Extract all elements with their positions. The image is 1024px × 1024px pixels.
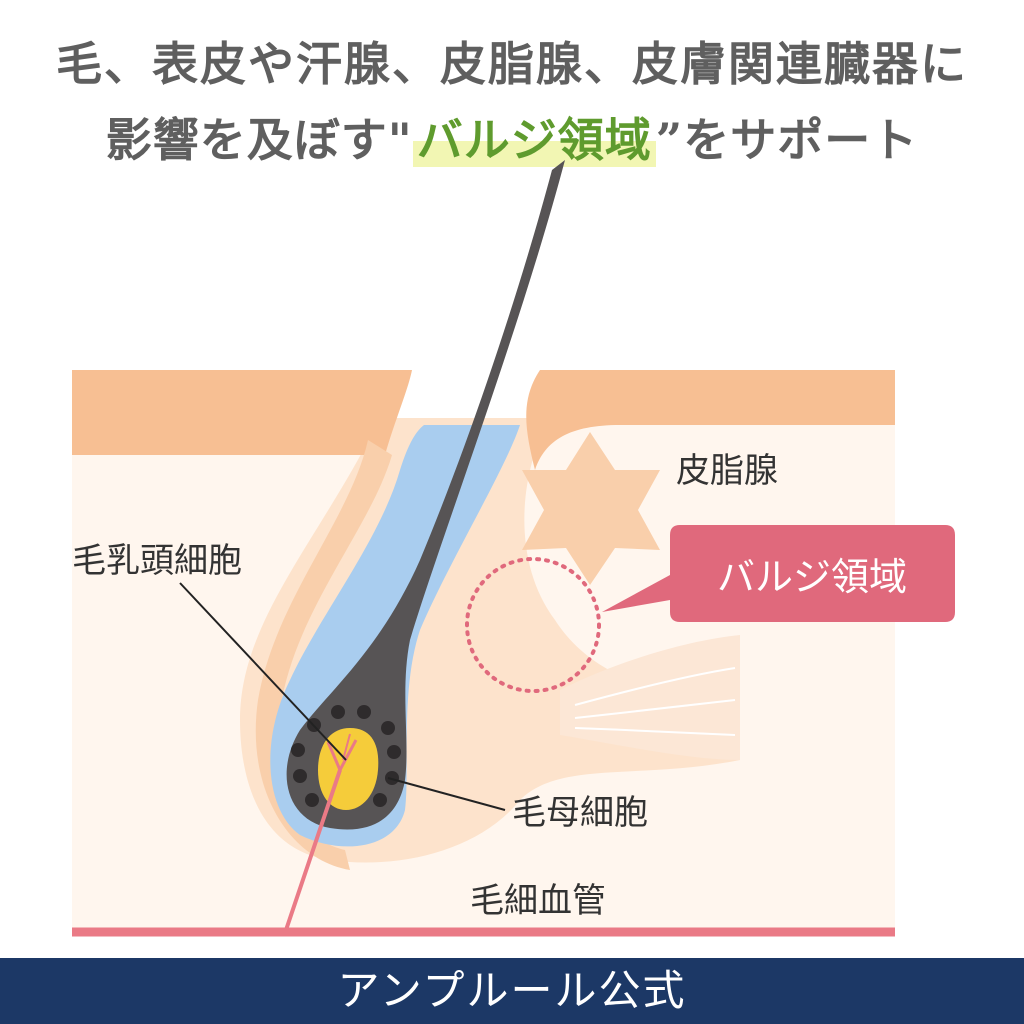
capillary-branch: [342, 733, 351, 761]
matrix-cell: [305, 793, 319, 807]
muscle-fiber-line: [574, 699, 736, 719]
matrix-cell: [293, 769, 307, 783]
hair-shaft: [286, 160, 565, 830]
matrix-leader-line: [387, 777, 506, 811]
headline-line-1: 毛、表皮や汗腺、皮脂腺、皮膚関連臓器に: [56, 37, 968, 91]
capillary-branch: [284, 769, 342, 931]
headline-line-2-suffix: ”をサポート: [655, 113, 919, 167]
matrix-cell: [291, 743, 305, 757]
matrix-cell: [357, 705, 371, 719]
hair-follicle-diagram: バルジ領域 皮脂腺 毛乳頭細胞 毛母細胞 毛細血管: [72, 160, 955, 937]
capillary-branch: [338, 739, 358, 771]
bulge-region-marker: [465, 557, 601, 693]
epidermis-layer: [72, 370, 412, 455]
sebaceous-gland: [522, 432, 660, 585]
matrix-cell: [381, 721, 395, 735]
footer-bar: アンプルール公式: [0, 958, 1024, 1024]
headline-highlight: バルジ領域: [412, 113, 656, 167]
papilla-leader-line: [179, 582, 347, 761]
muscle-fiber-line: [574, 667, 736, 706]
capillary-label: 毛細血管: [470, 881, 606, 921]
dermal-papilla-label: 毛乳頭細胞: [72, 541, 242, 581]
muscle-fiber-line: [574, 727, 736, 736]
matrix-cell: [331, 705, 345, 719]
headline-line-2: 影響を及ぼす"バルジ領域”をサポート: [0, 104, 1024, 170]
matrix-cell: [373, 793, 387, 807]
sebaceous-gland-label: 皮脂腺: [676, 451, 778, 491]
bulge-callout-bubble: [602, 525, 955, 622]
epidermis-layer-right: [526, 370, 895, 470]
headline-line-2-prefix: 影響を及ぼす": [105, 113, 413, 167]
bulge-region-label: バルジ領域: [717, 555, 907, 599]
footer-brand-text: アンプルール公式: [337, 966, 687, 1015]
matrix-cell: [387, 745, 401, 759]
capillary-branch: [326, 741, 342, 771]
matrix-cell: [385, 771, 399, 785]
follicle-wall-left: [255, 440, 392, 870]
hair-matrix-label: 毛母細胞: [512, 793, 648, 833]
